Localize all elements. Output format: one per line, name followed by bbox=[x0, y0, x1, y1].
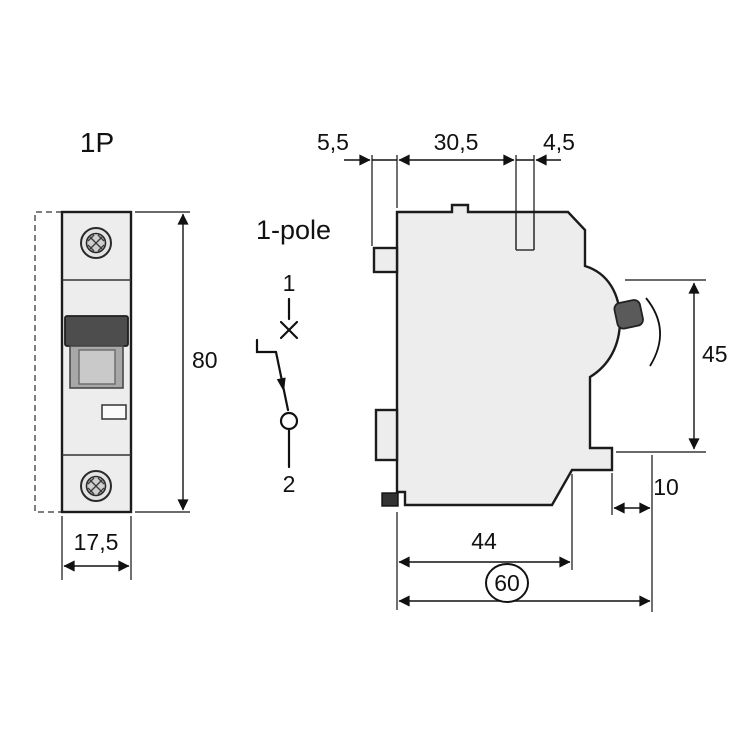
terminal-2-label: 2 bbox=[283, 471, 296, 497]
toggle-handle bbox=[64, 315, 129, 347]
toggle-lever bbox=[78, 349, 116, 385]
height-dimension-label: 80 bbox=[192, 347, 218, 373]
dim-top-width-label: 30,5 bbox=[434, 129, 479, 155]
breaker-contact-cross bbox=[279, 320, 299, 340]
terminal-screw-top bbox=[80, 227, 112, 259]
contact-pivot bbox=[279, 411, 299, 431]
latch-hook bbox=[255, 338, 278, 354]
total-depth-dimension: 60 bbox=[398, 563, 651, 607]
label-window bbox=[101, 404, 127, 420]
side-view: 5,5 30,5 4,5 45 10 44 bbox=[317, 129, 728, 612]
dim-bottom-step-label: 10 bbox=[653, 474, 679, 500]
actuation-arrow bbox=[276, 377, 286, 392]
toggle-knob-side bbox=[613, 299, 644, 330]
dim-body-depth-label: 44 bbox=[471, 528, 497, 554]
front-view-label: 1P bbox=[80, 127, 114, 158]
lever-travel-arc bbox=[645, 297, 661, 367]
terminal-screw-bottom bbox=[80, 470, 112, 502]
width-dimension: 17,5 bbox=[61, 516, 132, 580]
body-depth-dimension: 44 bbox=[396, 474, 573, 610]
dim-rail-offset-label: 5,5 bbox=[317, 129, 349, 155]
side-view-body bbox=[395, 203, 622, 507]
din-release-foot bbox=[381, 492, 399, 507]
top-groove bbox=[515, 213, 535, 251]
circuit-symbol: 1-pole 1 2 bbox=[255, 215, 331, 497]
bottom-step-dimension: 10 bbox=[611, 455, 679, 612]
dim-top-step-label: 4,5 bbox=[543, 129, 575, 155]
width-dimension-label: 17,5 bbox=[74, 529, 119, 555]
dim-total-depth-circle bbox=[485, 563, 529, 603]
terminal-1-label: 1 bbox=[283, 270, 296, 296]
height-dimension: 80 bbox=[135, 211, 218, 513]
front-height-dimension: 45 bbox=[616, 279, 728, 453]
top-dimensions: 5,5 30,5 4,5 bbox=[317, 129, 575, 246]
din-clip-bottom bbox=[374, 408, 399, 462]
symbol-title: 1-pole bbox=[256, 215, 331, 245]
module-outline-dashed bbox=[34, 211, 62, 513]
dim-total-depth-label: 60 bbox=[494, 570, 520, 596]
dim-front-height-label: 45 bbox=[702, 341, 728, 367]
front-view: 1P 80 17,5 bbox=[34, 127, 218, 580]
din-claw-top bbox=[372, 246, 399, 274]
